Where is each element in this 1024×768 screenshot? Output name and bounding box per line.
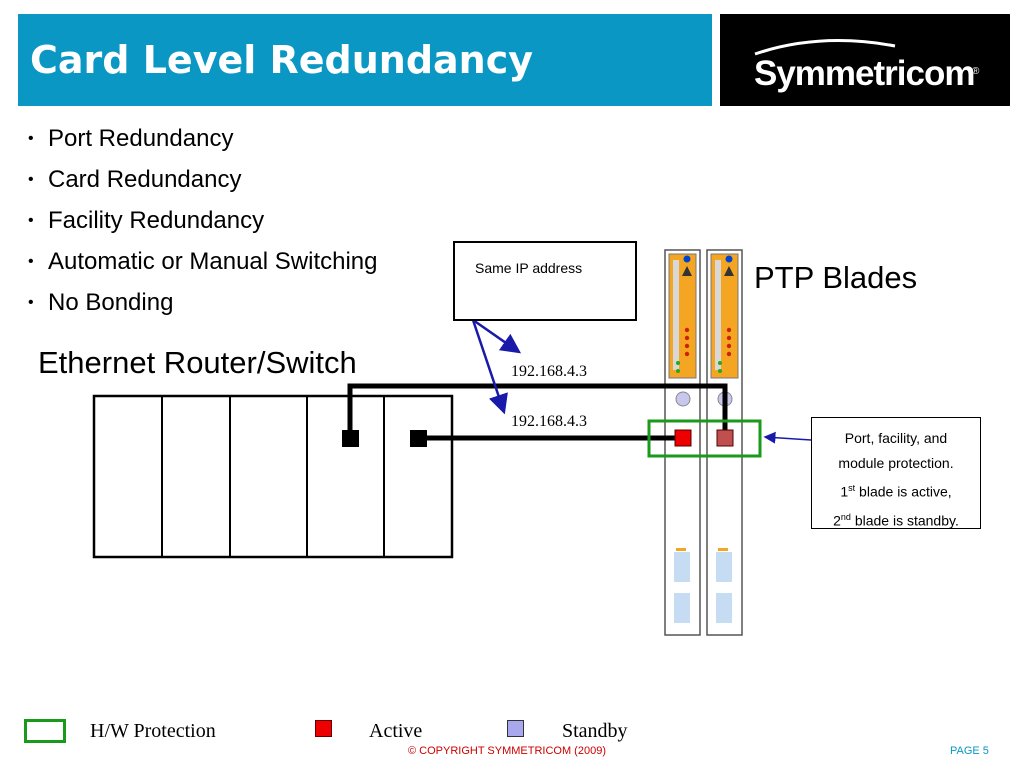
bullet-icon: •	[28, 294, 34, 311]
bullet-icon: •	[28, 253, 34, 270]
router-label: Ethernet Router/Switch	[38, 345, 357, 380]
legend-hw-protection-swatch	[24, 719, 66, 743]
legend-active-label: Active	[369, 720, 423, 742]
note-line: 2nd blade is standby.	[833, 511, 959, 529]
router-port-1	[342, 430, 359, 447]
same-ip-callout: Same IP address	[453, 241, 637, 321]
callout-text: Same IP address	[475, 260, 583, 276]
ip-address-label: 192.168.4.3	[511, 413, 587, 430]
list-item: • No Bonding	[28, 284, 377, 325]
logo: Symmetricom ®	[720, 14, 1010, 106]
note-arrow	[763, 431, 812, 444]
logo-registered-mark: ®	[972, 66, 980, 77]
logo-swoosh-icon	[754, 39, 896, 56]
list-item: • Port Redundancy	[28, 120, 377, 161]
title-bar: Card Level Redundancy	[18, 14, 712, 106]
list-item-label: Automatic or Manual Switching	[48, 248, 378, 275]
list-item: • Automatic or Manual Switching	[28, 243, 377, 284]
note-line: 1st blade is active,	[840, 483, 952, 500]
legend-hw-protection-label: H/W Protection	[90, 720, 216, 742]
ptp-blades-label: PTP Blades	[754, 260, 918, 295]
list-item-label: Card Redundancy	[48, 166, 242, 193]
router-chassis	[92, 394, 454, 559]
list-item-label: Port Redundancy	[48, 125, 234, 152]
logo-text: Symmetricom	[754, 54, 975, 93]
note-line: Port, facility, and	[844, 430, 948, 446]
page-title: Card Level Redundancy	[30, 38, 534, 82]
list-item: • Card Redundancy	[28, 161, 377, 202]
list-item: • Facility Redundancy	[28, 202, 377, 243]
hw-protection-box	[647, 419, 762, 458]
feature-list: • Port Redundancy • Card Redundancy • Facil…	[28, 120, 377, 325]
bullet-icon: •	[28, 171, 34, 188]
bullet-icon: •	[28, 130, 34, 147]
list-item-label: No Bonding	[48, 289, 174, 316]
callout-arrow-2	[471, 319, 508, 415]
ip-address-label: 192.168.4.3	[511, 363, 587, 380]
active-port	[674, 429, 692, 447]
callout-arrow-1	[472, 318, 522, 354]
standby-port	[716, 429, 734, 447]
ethernet-cables	[347, 383, 728, 441]
protection-note: Port, facility, and module protection. 1…	[811, 417, 981, 529]
note-line: module protection.	[838, 455, 954, 471]
legend-active-swatch	[315, 720, 332, 737]
page-number: PAGE 5	[950, 745, 989, 757]
legend-standby-label: Standby	[562, 720, 628, 742]
list-item-label: Facility Redundancy	[48, 207, 265, 234]
legend-standby-swatch	[507, 720, 524, 737]
bullet-icon: •	[28, 212, 34, 229]
router-port-2	[410, 430, 427, 447]
copyright-notice: © COPYRIGHT SYMMETRICOM (2009)	[408, 745, 606, 757]
ptp-blade-1	[664, 249, 701, 636]
